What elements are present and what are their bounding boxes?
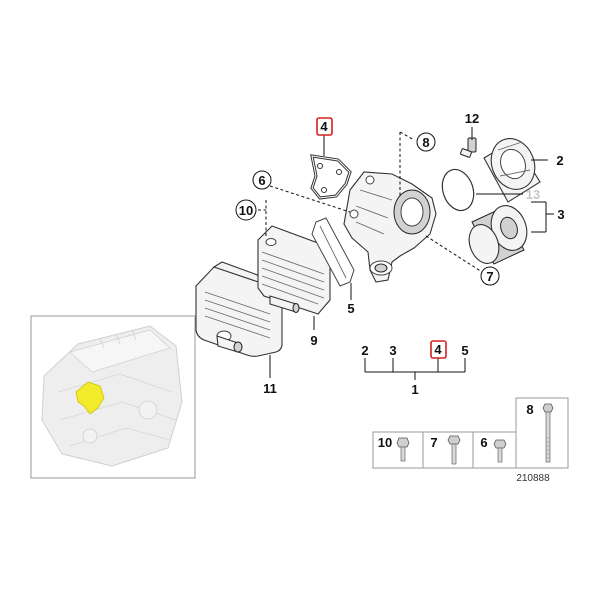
heat-exchanger	[257, 225, 331, 315]
fastener-legend: 8 10 7 6	[372, 397, 569, 469]
diagram-reference-number: 210888	[516, 473, 550, 484]
profile-gasket	[310, 154, 352, 200]
oil-filter-housing	[343, 171, 437, 283]
oil-filter-element	[468, 205, 528, 265]
assembly-label-2: 2	[361, 343, 368, 358]
callout-leaders	[258, 127, 554, 380]
callout-9: 9	[310, 333, 317, 348]
engine-highlight	[75, 381, 105, 415]
callout-3: 3	[557, 207, 564, 222]
callout-13: 13	[526, 187, 540, 202]
callout-7: 7	[486, 269, 493, 284]
callout-6: 6	[258, 173, 265, 188]
legend-label-7: 7	[430, 435, 437, 450]
bolt-7	[447, 435, 461, 465]
legend-label-6: 6	[480, 435, 487, 450]
assembly-label-4: 4	[434, 342, 442, 357]
bolt-8	[542, 403, 554, 463]
bolt-10	[396, 437, 410, 462]
engine-illustration	[41, 325, 183, 467]
assembly-labels: 2 3 4 5	[361, 342, 468, 358]
bolt-6	[493, 439, 507, 463]
callout-11: 11	[263, 381, 277, 396]
callout-1: 1	[411, 382, 418, 397]
legend-label-8: 8	[526, 402, 533, 417]
gasket-ring	[311, 217, 355, 287]
callout-labels: 1 2 3 4 5 6 7 8 9 10 11 12 13	[239, 111, 565, 397]
assembly-label-5: 5	[461, 343, 468, 358]
callout-10: 10	[239, 203, 253, 218]
callout-2: 2	[556, 153, 563, 168]
callout-4-highlight-assembly	[430, 340, 447, 359]
callout-8: 8	[422, 135, 429, 150]
callout-12: 12	[465, 111, 479, 126]
callout-circles	[235, 132, 500, 286]
filter-cover	[483, 138, 541, 203]
callout-4: 4	[320, 119, 328, 134]
engine-locator-inset	[30, 315, 196, 479]
assembly-label-3: 3	[389, 343, 396, 358]
legend-label-10: 10	[378, 435, 392, 450]
oil-sensor	[460, 137, 477, 158]
o-ring	[441, 168, 475, 212]
callout-4-highlight-top	[316, 117, 333, 136]
callout-5: 5	[347, 301, 354, 316]
